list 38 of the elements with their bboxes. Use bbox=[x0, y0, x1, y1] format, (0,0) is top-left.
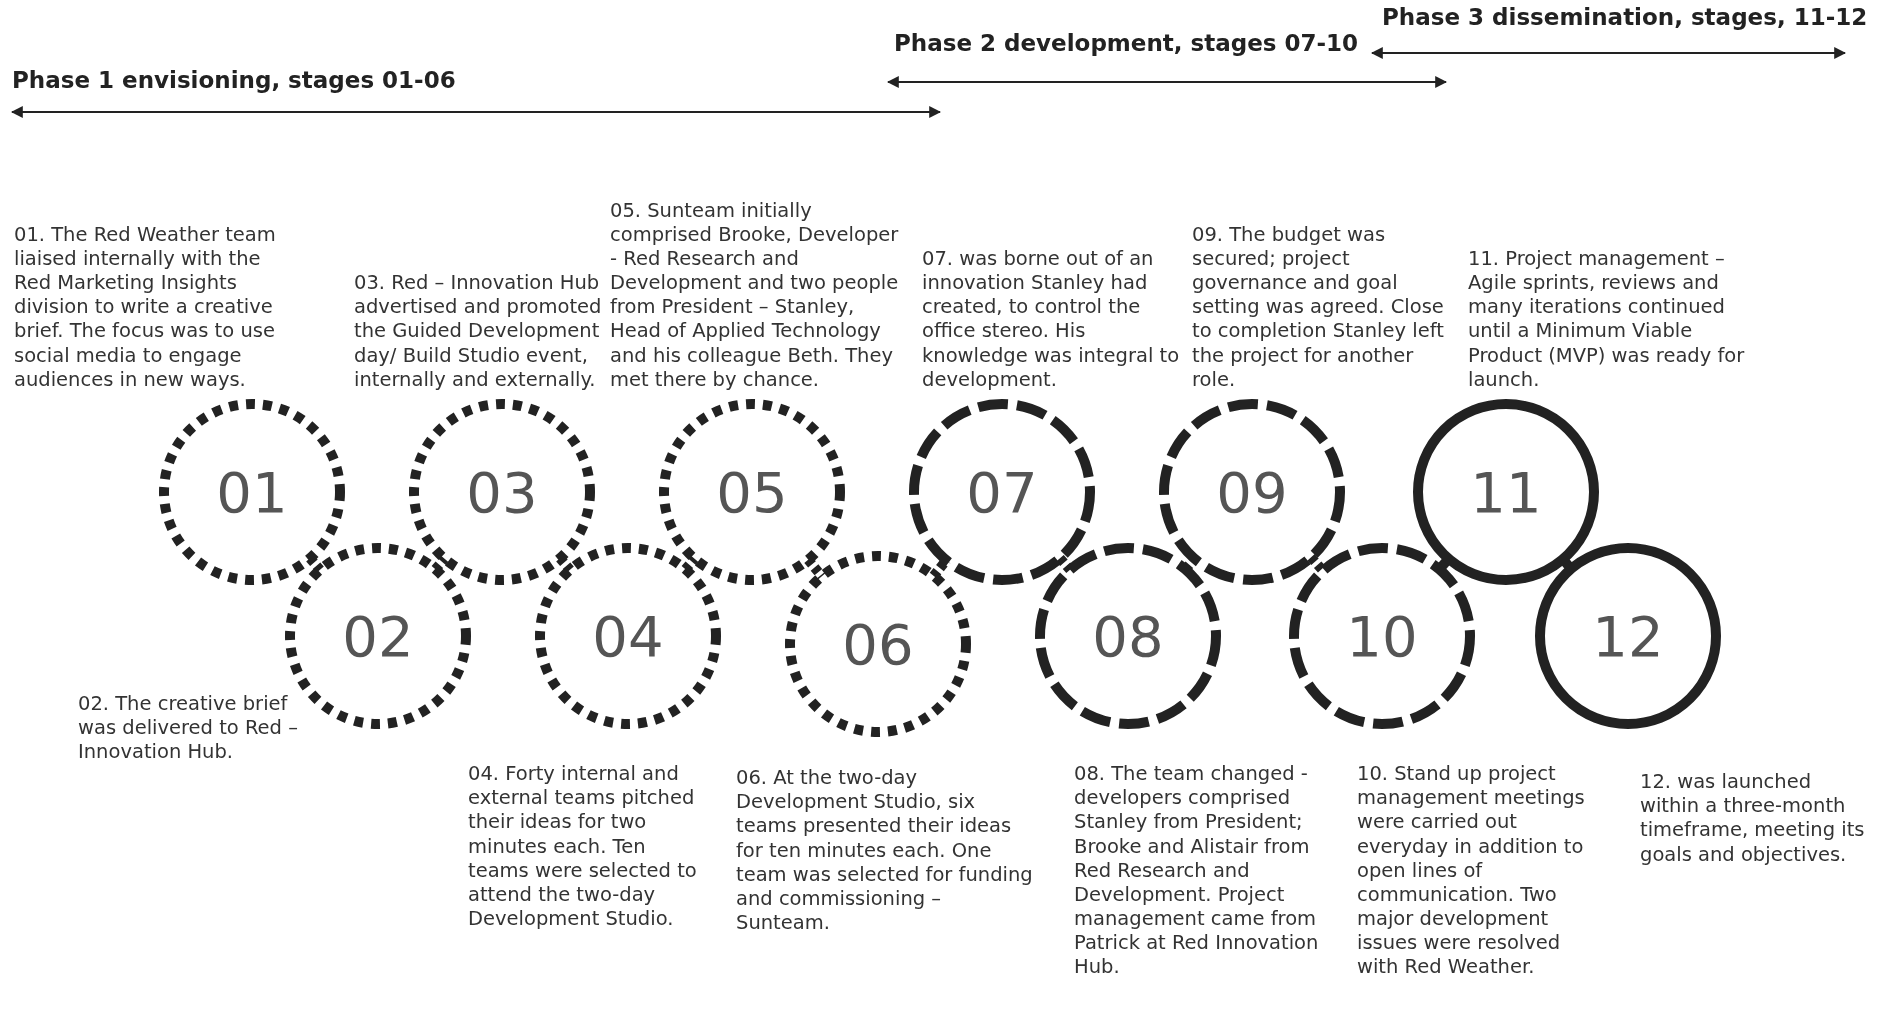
stage-number: 03 bbox=[465, 459, 539, 525]
stage-circle bbox=[1412, 398, 1600, 586]
stage-number: 07 bbox=[965, 459, 1039, 525]
stage-number: 05 bbox=[715, 459, 789, 525]
stage-description: 01. The Red Weather team liaised internally with the Red Marketing Insights division to write a creative brief. The focus was to use social media to engage audiences in new ways. bbox=[14, 222, 277, 392]
stage-description: 05. Sunteam initially comprised Brooke, Developer - Red Research and Development and two people from President – Stanley, Head of Applied Technology and his colleague Beth. They met there by chance. bbox=[610, 198, 900, 392]
phase-heading: Phase 2 development, stages 07-10 bbox=[894, 30, 1359, 56]
stage-number: 12 bbox=[1591, 603, 1665, 669]
stage-description: 06. At the two-day Development Studio, six teams presented their ideas for ten minutes each. One team was selected for funding and commissioning – Sunteam. bbox=[736, 766, 1034, 936]
stage-description: 02. The creative brief was delivered to Red – Innovation Hub. bbox=[78, 692, 299, 765]
stage-circle bbox=[1534, 542, 1722, 730]
stage-circle bbox=[158, 398, 346, 586]
stage-description: 11. Project management – Agile sprints, reviews and many iterations continued until a Minimum Viable Product (MVP) was ready for launch. bbox=[1468, 246, 1746, 392]
stage-number: 11 bbox=[1469, 459, 1543, 525]
phase-heading: Phase 1 envisioning, stages 01-06 bbox=[12, 67, 456, 93]
stage-number: 02 bbox=[341, 603, 415, 669]
stage-description: 04. Forty internal and external teams pitched their ideas for two minutes each. Ten teams were selected to attend the two-day Development Studio. bbox=[468, 762, 698, 932]
stage-circle bbox=[1288, 542, 1476, 730]
stage-number: 10 bbox=[1345, 603, 1419, 669]
phase-heading: Phase 3 dissemination, stages, 11-12 bbox=[1382, 4, 1868, 30]
stage-circle bbox=[908, 398, 1096, 586]
stage-description: 08. The team changed - developers comprised Stanley from President; Brooke and Alistair from Red Research and Development. Project management came from Patrick at Red Innovation Hub. bbox=[1074, 762, 1320, 980]
stage-description: 03. Red – Innovation Hub advertised and promoted the Guided Development day/ Build Studio event, internally and externally. bbox=[354, 271, 603, 392]
stage-number: 01 bbox=[215, 459, 289, 525]
stage-number: 09 bbox=[1215, 459, 1289, 525]
stage-circle bbox=[534, 542, 722, 730]
stage-number: 04 bbox=[591, 603, 665, 669]
stage-description: 09. The budget was secured; project governance and goal setting was agreed. Close to completion Stanley left the project for another role. bbox=[1192, 222, 1445, 392]
stage-circle bbox=[784, 550, 972, 738]
stage-circle bbox=[658, 398, 846, 586]
stage-circle bbox=[408, 398, 596, 586]
stage-description: 10. Stand up project management meetings were carried out everyday in addition to open lines of communication. Two major development issues were resolved with Red Weather. bbox=[1357, 762, 1586, 980]
stage-number: 08 bbox=[1091, 603, 1165, 669]
stage-circle bbox=[1158, 398, 1346, 586]
stage-circle bbox=[1034, 542, 1222, 730]
stage-description: 07. was borne out of an innovation Stanley had created, to control the office stereo. His knowledge was integral to development. bbox=[922, 246, 1181, 392]
stage-description: 12. was launched within a three-month timeframe, meeting its goals and objectives. bbox=[1640, 770, 1865, 867]
stage-number: 06 bbox=[841, 611, 915, 677]
